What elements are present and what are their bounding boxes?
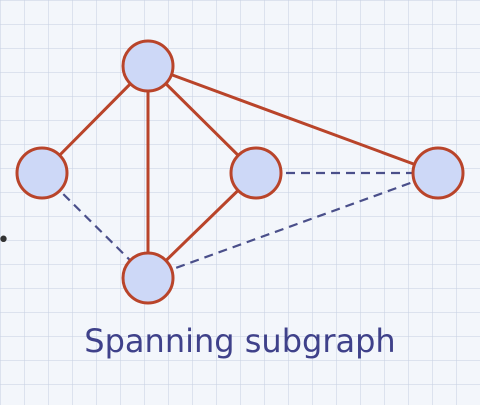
graph-node-right xyxy=(411,146,465,200)
dashed-edge-bottom-right xyxy=(147,171,439,280)
graph-node-top xyxy=(121,39,175,93)
nodes-layer xyxy=(15,39,465,305)
graph-node-left xyxy=(15,146,69,200)
solid-edge-top-right xyxy=(147,64,439,175)
diagram-caption: Spanning subgraph xyxy=(84,322,396,360)
graph-node-bottom xyxy=(121,251,175,305)
bullet-marker-icon: • xyxy=(0,228,10,253)
graph-node-center xyxy=(229,146,283,200)
